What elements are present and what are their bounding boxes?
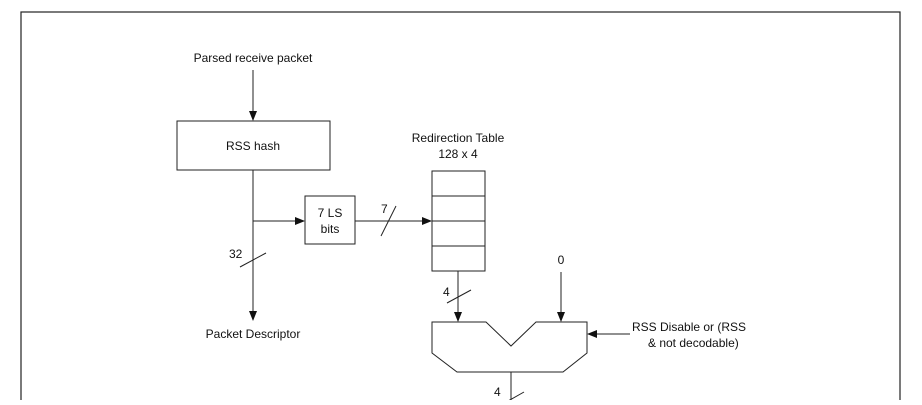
rss-disable-line1: RSS Disable or (RSS <box>632 320 746 334</box>
bus-width-4-out: 4 <box>494 385 501 399</box>
mux-block <box>431 321 588 373</box>
bus-slash-32 <box>239 252 267 268</box>
rss-disable-line2: & not decodable) <box>648 336 739 350</box>
redirection-table-size: 128 x 4 <box>438 147 478 161</box>
ls-bits-box <box>304 195 356 245</box>
bus-width-32: 32 <box>229 247 243 261</box>
bus-slash-4-table <box>446 289 472 304</box>
zero-input-label: 0 <box>558 253 565 267</box>
packet-descriptor-label: Packet Descriptor <box>206 327 301 341</box>
input-label: Parsed receive packet <box>194 51 313 65</box>
ls-bits-line1: 7 LS <box>318 206 343 220</box>
rss-hash-box <box>176 120 331 171</box>
rss-hash-label: RSS hash <box>226 139 280 153</box>
bus-slash-7 <box>380 205 397 237</box>
bus-width-7: 7 <box>381 202 388 216</box>
figure-frame <box>20 11 901 405</box>
bus-slash-4-out <box>500 391 525 405</box>
redirection-table-title: Redirection Table <box>412 131 505 145</box>
ls-bits-line2: bits <box>321 222 340 236</box>
bus-width-4-table: 4 <box>443 285 450 299</box>
